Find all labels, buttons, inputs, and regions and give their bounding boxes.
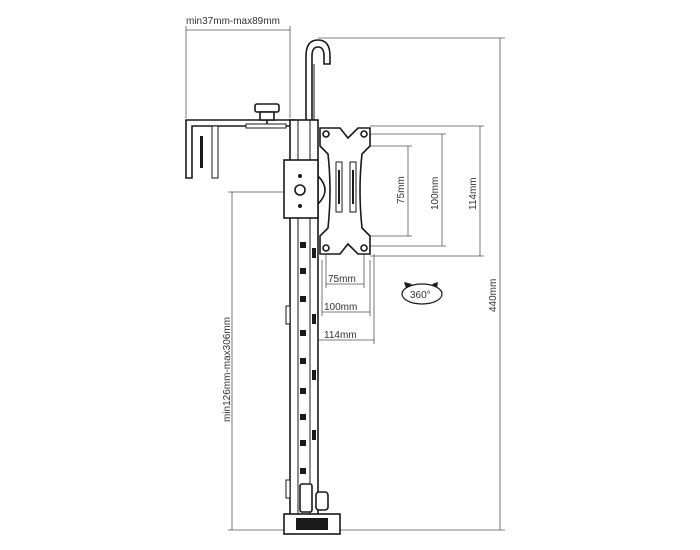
vesa-plate	[317, 127, 371, 255]
clamp-range-label: min37mm-max89mm	[186, 16, 280, 27]
plate-114-horizontal-label: 114mm	[324, 330, 357, 341]
column-slots	[300, 242, 316, 474]
total-height-dimension: 440mm	[318, 37, 505, 531]
plate-114-vertical-label: 114mm	[468, 177, 479, 210]
plate-100-horizontal-label: 100mm	[324, 302, 357, 313]
height-range-label: min126mm-max306mm	[222, 317, 233, 422]
plate-75-vertical-label: 75mm	[396, 176, 407, 204]
clamp-bracket	[185, 103, 295, 179]
rotation-label: 360°	[410, 290, 431, 301]
slider-block	[283, 159, 319, 219]
total-height-label: 440mm	[488, 279, 499, 312]
rotate-360-icon: 360°	[401, 282, 443, 305]
top-hook	[305, 39, 331, 132]
vesa-horizontal-dimensions: 75mm 100mm 114mm	[317, 252, 375, 344]
height-range-dimension: min126mm-max306mm	[222, 191, 290, 531]
plate-100-vertical-label: 100mm	[430, 177, 441, 210]
bottom-clamp-foot	[283, 483, 341, 535]
plate-75-horizontal-label: 75mm	[328, 274, 356, 285]
clamp-range-dimension: min37mm-max89mm	[185, 16, 291, 118]
vesa-vertical-dimensions: 114mm 100mm 75mm	[370, 125, 484, 257]
